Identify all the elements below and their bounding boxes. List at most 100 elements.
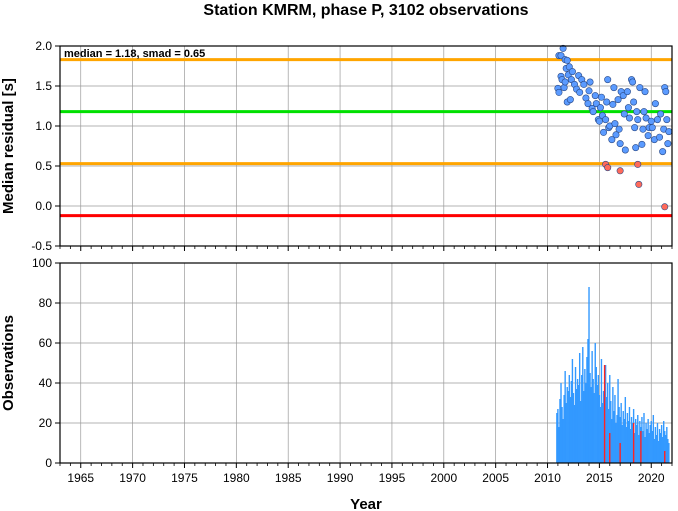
y-tick-label: 20: [39, 416, 53, 430]
data-point: [616, 140, 624, 148]
observation-bar: [632, 423, 635, 463]
data-point: [635, 180, 643, 188]
observation-bar: [620, 403, 622, 463]
observation-bar: [591, 351, 593, 463]
observation-bar: [630, 417, 633, 463]
observation-bar: [610, 401, 612, 463]
observation-bar: [624, 397, 627, 463]
observation-bar: [596, 385, 599, 463]
data-point: [604, 76, 612, 84]
observation-bar: [598, 395, 601, 463]
observation-bar: [633, 433, 636, 463]
observation-bar: [580, 401, 582, 463]
data-point: [621, 146, 629, 154]
data-point: [640, 108, 648, 116]
observation-bar: [652, 415, 655, 463]
observation-bar: [595, 367, 597, 463]
observation-bar: [585, 383, 587, 463]
data-point: [629, 78, 637, 86]
observation-bar: [584, 369, 586, 463]
y-tick-label: 80: [39, 296, 53, 310]
observation-bar: [576, 379, 579, 463]
data-point: [644, 132, 652, 140]
observation-bar: [574, 367, 577, 463]
residual-points: [554, 44, 673, 211]
observation-bar: [616, 415, 618, 463]
observation-bar: [614, 395, 616, 463]
observation-bar: [627, 421, 630, 463]
observation-bar: [557, 409, 559, 463]
y-tick-label: 2.0: [35, 39, 52, 53]
x-tick-label: 1990: [327, 471, 354, 485]
data-point: [642, 114, 650, 122]
data-point: [584, 100, 592, 108]
observation-bar: [647, 419, 649, 463]
observation-bar: [650, 421, 652, 463]
data-point: [608, 136, 616, 144]
observation-bar: [570, 381, 573, 463]
data-point: [625, 114, 633, 122]
data-point: [555, 88, 563, 96]
observation-bar: [562, 419, 564, 463]
observation-bar: [619, 443, 621, 463]
data-point: [563, 56, 571, 64]
data-point: [604, 164, 612, 172]
observation-bar: [567, 391, 569, 463]
data-point: [596, 104, 604, 112]
observation-bar: [654, 427, 657, 463]
data-point: [651, 100, 659, 108]
observation-bar: [665, 435, 667, 463]
data-point: [639, 125, 647, 133]
observation-bar: [559, 399, 561, 463]
x-tick-label: 2000: [430, 471, 457, 485]
data-point: [665, 128, 673, 136]
x-tick-label: 2010: [534, 471, 561, 485]
observation-bar: [645, 423, 647, 463]
data-point: [620, 110, 628, 118]
data-point: [614, 96, 622, 104]
observation-bar: [642, 431, 644, 463]
data-point: [557, 52, 565, 60]
observation-bar: [623, 419, 625, 463]
data-point: [612, 131, 620, 139]
observation-bar: [604, 365, 607, 463]
y-tick-label: 1.0: [35, 119, 52, 133]
observation-bar: [629, 429, 632, 463]
observation-bar: [619, 417, 621, 463]
observation-bar: [617, 379, 619, 463]
observation-bar: [649, 425, 651, 463]
observation-bar: [583, 391, 585, 463]
observation-bar: [569, 397, 572, 463]
observation-bar: [621, 425, 623, 463]
data-point: [630, 98, 638, 106]
x-tick-label: 1995: [379, 471, 406, 485]
data-point: [615, 125, 623, 133]
observation-bar: [637, 415, 639, 463]
data-point: [647, 117, 655, 125]
x-tick-label: 1985: [275, 471, 302, 485]
observation-bar: [601, 403, 604, 463]
observation-bar: [613, 411, 615, 463]
observation-bar: [622, 411, 624, 463]
observation-bar: [640, 431, 642, 463]
observation-bar: [625, 427, 628, 463]
observation-bar: [575, 389, 578, 463]
data-point: [623, 88, 631, 96]
data-point: [585, 87, 593, 95]
observation-bar: [660, 425, 663, 463]
data-point: [657, 110, 665, 118]
observation-bar: [641, 417, 643, 463]
observation-bar: [661, 437, 664, 463]
observation-bar: [668, 443, 670, 463]
data-point: [610, 84, 618, 92]
data-point: [561, 78, 569, 86]
residual-y-ticks: -0.50.00.51.01.52.0: [31, 39, 60, 253]
observation-bar: [563, 395, 565, 463]
observation-bar: [631, 423, 634, 463]
observation-bar: [618, 407, 620, 463]
observation-bar: [558, 427, 560, 463]
observation-bar: [594, 343, 596, 463]
data-point: [597, 93, 605, 101]
